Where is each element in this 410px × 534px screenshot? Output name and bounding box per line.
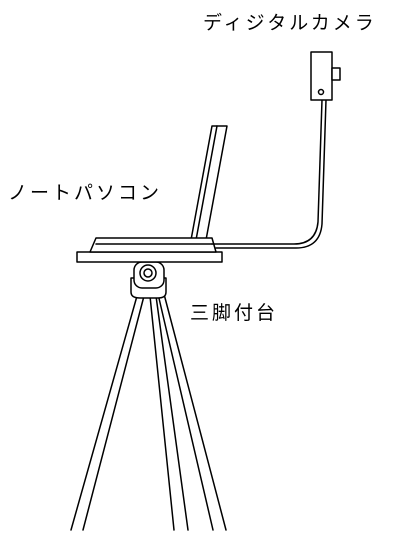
tripod-leg-left xyxy=(82,295,145,531)
laptop-screen-edge xyxy=(195,125,218,241)
camera-body xyxy=(310,51,341,101)
tripod-leg-right-inner xyxy=(163,293,227,531)
tripod-head xyxy=(130,261,167,299)
laptop-screen-panel xyxy=(190,125,228,241)
platform-board xyxy=(76,251,223,263)
label-digital-camera: ディジタルカメラ xyxy=(203,12,377,34)
camera-cable xyxy=(211,99,323,245)
laptop-platform xyxy=(76,237,223,263)
camera-cable-outer xyxy=(215,99,327,249)
tripod-leg-center xyxy=(149,295,175,531)
laptop-keyboard-base xyxy=(89,237,217,253)
tripod-legs xyxy=(70,293,227,531)
label-laptop: ノートパソコン xyxy=(8,182,163,204)
camera-lens xyxy=(331,67,341,81)
label-tripod-stand: 三脚付台 xyxy=(190,302,279,324)
tripod-knob-inner xyxy=(143,268,153,278)
tripod-leg-center-inner xyxy=(155,295,189,531)
tripod-leg-left-inner xyxy=(70,295,138,531)
tripod-leg-right xyxy=(157,293,214,531)
camera-port xyxy=(317,88,325,96)
laptop-screen xyxy=(190,125,228,241)
